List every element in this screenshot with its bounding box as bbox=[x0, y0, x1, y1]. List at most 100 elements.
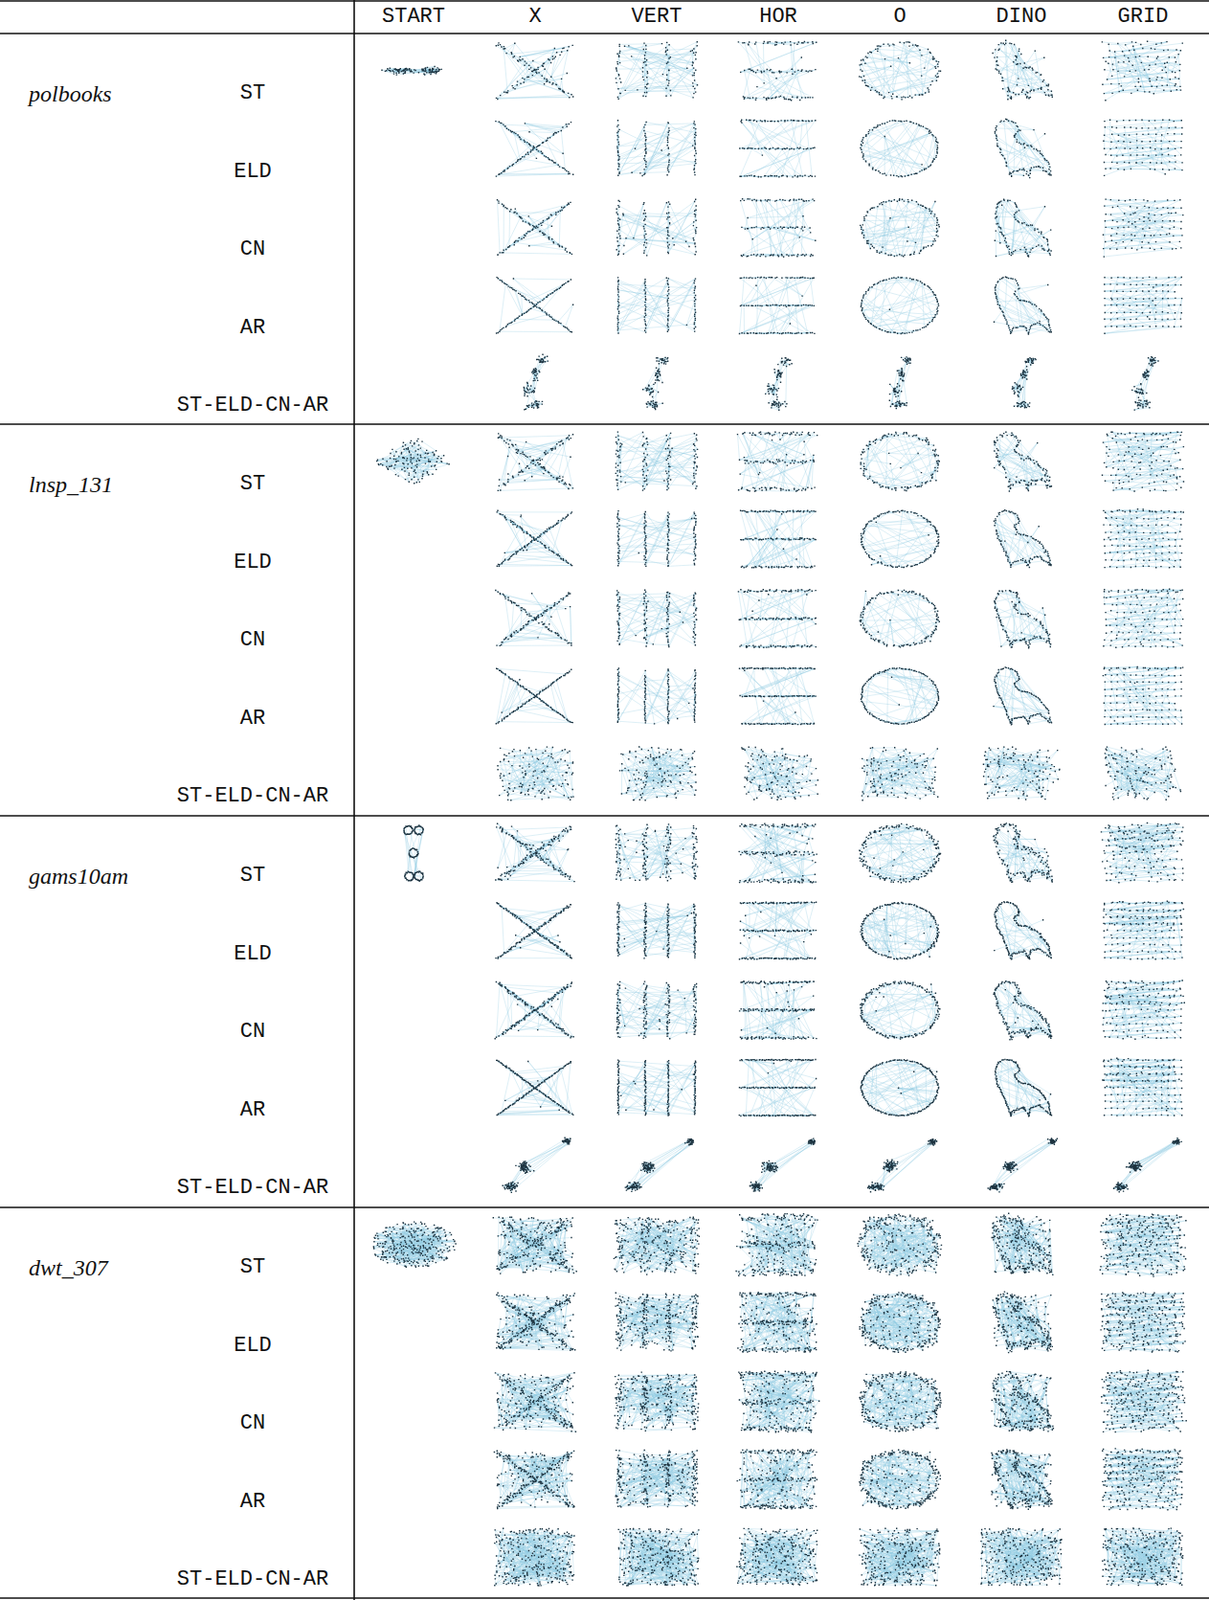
graph-vertices bbox=[738, 980, 818, 1040]
graph-drawing bbox=[1102, 588, 1184, 649]
graph-edges bbox=[1103, 199, 1184, 257]
graph-vertices bbox=[616, 510, 697, 567]
graph-edges bbox=[738, 431, 818, 492]
graph-drawing bbox=[858, 1527, 941, 1587]
graph-vertices bbox=[1102, 508, 1185, 569]
graph-drawing bbox=[494, 589, 573, 647]
graph-edges bbox=[738, 42, 816, 101]
graph-drawing bbox=[492, 1216, 578, 1275]
graph-drawing bbox=[993, 589, 1052, 649]
graph-drawing bbox=[495, 668, 574, 725]
graph-edges bbox=[740, 199, 816, 258]
graph-vertices bbox=[993, 900, 1053, 961]
graph-vertices bbox=[980, 1526, 1062, 1586]
graph-edges bbox=[495, 590, 572, 647]
graph-edges bbox=[860, 277, 939, 335]
graph-drawing bbox=[615, 823, 699, 881]
graph-drawing bbox=[736, 1527, 818, 1586]
graph-drawing bbox=[990, 1370, 1054, 1433]
graph-vertices bbox=[616, 901, 697, 959]
graph-edges bbox=[497, 433, 573, 492]
graph-edges bbox=[868, 1139, 938, 1192]
graph-vertices bbox=[1113, 1137, 1183, 1192]
graph-drawing bbox=[859, 901, 940, 961]
graph-drawing bbox=[1101, 1057, 1183, 1117]
graph-edges bbox=[741, 746, 819, 800]
graph-drawing bbox=[994, 118, 1053, 180]
graph-drawing bbox=[618, 1527, 700, 1587]
method-label: ST bbox=[240, 1255, 266, 1279]
graph-edges bbox=[495, 121, 574, 178]
graph-drawing bbox=[494, 823, 576, 883]
graph-vertices bbox=[738, 276, 816, 335]
graph-edges bbox=[1104, 276, 1183, 334]
graph-drawing bbox=[615, 1449, 699, 1508]
graph-edges bbox=[859, 1527, 941, 1586]
graph-vertices bbox=[495, 276, 574, 335]
graph-edges bbox=[1099, 1213, 1187, 1277]
graph-vertices bbox=[616, 980, 698, 1039]
graph-edges bbox=[494, 982, 574, 1039]
graph-drawing bbox=[616, 199, 698, 257]
graph-vertices bbox=[994, 118, 1053, 180]
graph-vertices bbox=[860, 510, 941, 569]
graph-vertices bbox=[495, 42, 575, 100]
graph-drawing bbox=[983, 745, 1061, 800]
graph-edges bbox=[617, 668, 696, 724]
graph-drawing bbox=[616, 589, 698, 649]
graph-edges bbox=[617, 511, 696, 567]
graph-vertices bbox=[373, 1220, 457, 1268]
graph-vertices bbox=[1101, 41, 1184, 102]
graph-edges bbox=[889, 357, 911, 409]
graph-vertices bbox=[994, 199, 1053, 258]
graph-drawing bbox=[992, 1290, 1053, 1353]
graph-edges bbox=[1102, 1448, 1183, 1510]
graph-vertices bbox=[738, 1370, 820, 1433]
method-label: ST bbox=[240, 864, 266, 888]
graph-edges bbox=[1101, 1369, 1187, 1432]
graph-edges bbox=[1101, 823, 1184, 883]
graph-drawing bbox=[1101, 1526, 1184, 1586]
graph-vertices bbox=[495, 668, 574, 725]
graph-drawing bbox=[617, 667, 697, 724]
graph-drawing bbox=[1104, 745, 1182, 801]
graph-drawing bbox=[738, 980, 818, 1040]
graph-edges bbox=[1102, 1057, 1183, 1116]
graph-drawing bbox=[617, 1058, 697, 1116]
graph-drawing bbox=[861, 746, 940, 802]
graph-drawing bbox=[859, 589, 941, 649]
graph-edges bbox=[738, 589, 816, 649]
graph-edges bbox=[991, 1212, 1053, 1275]
graph-vertices bbox=[859, 980, 941, 1040]
graph-edges bbox=[994, 276, 1053, 335]
graph-vertices bbox=[376, 438, 450, 485]
graph-vertices bbox=[615, 823, 699, 881]
graph-drawing bbox=[502, 1137, 572, 1194]
method-label: CN bbox=[240, 1411, 266, 1435]
graph-drawing bbox=[616, 119, 697, 177]
rule-line bbox=[0, 814, 1209, 817]
graph-drawing bbox=[494, 981, 575, 1040]
method-label: ST bbox=[240, 472, 266, 496]
graph-drawing bbox=[738, 276, 816, 335]
graph-vertices bbox=[619, 745, 697, 801]
graph-drawing bbox=[625, 1138, 695, 1192]
graph-edges bbox=[987, 1138, 1057, 1192]
graph-drawing bbox=[1113, 1137, 1183, 1192]
graph-edges bbox=[381, 67, 442, 76]
graph-edges bbox=[617, 277, 696, 334]
graph-drawing bbox=[858, 41, 941, 100]
graph-edges bbox=[993, 823, 1053, 883]
graph-vertices bbox=[495, 1292, 576, 1352]
graph-drawing bbox=[1101, 979, 1186, 1040]
graph-edges bbox=[495, 823, 575, 881]
graph-drawing bbox=[737, 1291, 818, 1353]
rule-line bbox=[0, 1206, 1209, 1209]
graph-vertices bbox=[495, 1059, 575, 1117]
graph-vertices bbox=[990, 1448, 1053, 1510]
graph-edges bbox=[1102, 431, 1185, 492]
graph-drawing bbox=[614, 1370, 700, 1432]
graph-edges bbox=[983, 746, 1060, 800]
graph-vertices bbox=[494, 901, 573, 960]
graph-drawing bbox=[860, 667, 940, 725]
